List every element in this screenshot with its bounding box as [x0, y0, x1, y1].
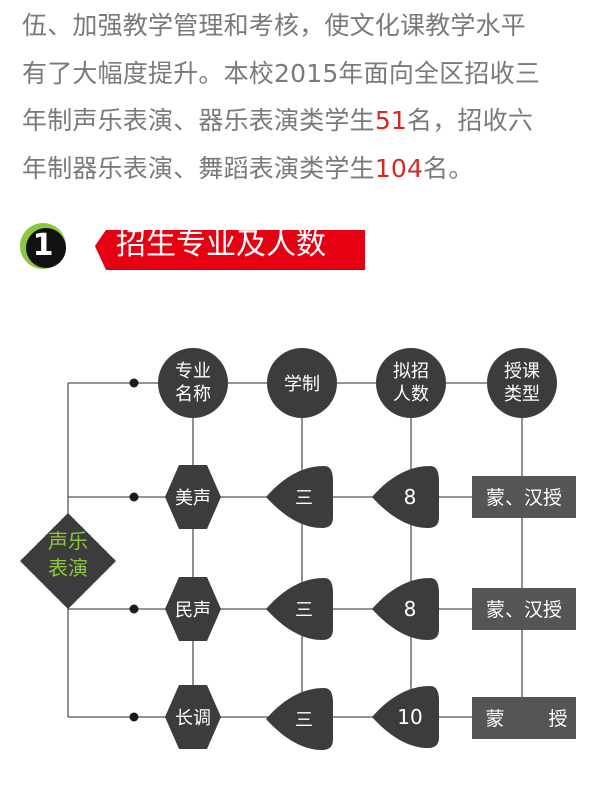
category-line-1: 声乐	[48, 529, 88, 553]
intro-line-3b: 名，招收六	[407, 106, 534, 136]
row-2-major: 民声	[175, 600, 211, 621]
major-hexagon	[165, 577, 221, 641]
header-count-line-1: 拟招	[393, 361, 429, 382]
row-2-system: 三	[295, 600, 313, 621]
row-3-teaching-a: 蒙	[485, 708, 504, 730]
intro-line-1: 伍、加强教学管理和考核，使文化课教学水平	[22, 11, 527, 40]
header-major-line-2: 名称	[175, 384, 211, 405]
intro-count-104: 104	[374, 153, 424, 183]
row-3-system: 三	[295, 710, 313, 731]
row-3-teaching-b: 授	[548, 708, 567, 730]
system-shape	[266, 688, 333, 750]
major-hexagon	[165, 685, 221, 749]
row-2-teaching: 蒙、汉授	[486, 599, 562, 621]
intro-line-4b: 名。	[423, 153, 474, 183]
header-count-line-2: 人数	[393, 384, 429, 405]
row-3-major: 长调	[175, 708, 211, 729]
count-shape	[372, 466, 439, 528]
header-teaching: 授课 类型	[487, 348, 557, 418]
table-row: 长调 三 10 蒙 授	[165, 685, 576, 750]
row-1-teaching: 蒙、汉授	[486, 487, 562, 509]
major-hexagon	[165, 465, 221, 529]
teaching-box	[472, 697, 576, 739]
system-shape	[266, 578, 333, 640]
connector-lines	[67, 382, 523, 718]
teaching-box	[472, 588, 576, 630]
intro-line-3a: 年制声乐表演、器乐表演类学生	[22, 106, 375, 136]
intro-paragraph: 伍、加强教学管理和考核，使文化课教学水平 有了大幅度提升。本校2015年面向全区…	[22, 2, 582, 192]
section-number: 1	[32, 228, 54, 263]
header-major: 专业 名称	[158, 348, 228, 418]
row-1-major: 美声	[175, 488, 211, 509]
table-row: 民声 三 8 蒙、汉授	[165, 577, 576, 641]
system-shape	[266, 466, 333, 528]
intro-count-51: 51	[374, 106, 408, 136]
connector-dots	[129, 378, 139, 722]
intro-line-4a: 年制器乐表演、舞蹈表演类学生	[22, 153, 375, 183]
row-1-system: 三	[295, 488, 313, 509]
header-system-label: 学制	[284, 374, 320, 395]
header-count: 拟招 人数	[376, 348, 446, 418]
row-3-count: 10	[397, 705, 422, 729]
row-2-count: 8	[404, 597, 417, 621]
enrollment-diagram: 声乐 表演 专业 名称 学制 拟招 人数 授课 类型 美声 三 8 蒙、汉授 民…	[20, 348, 576, 750]
section-heading: 1 招生专业及人数	[20, 222, 365, 270]
table-row: 美声 三 8 蒙、汉授	[165, 465, 576, 529]
header-system: 学制	[267, 348, 337, 418]
teaching-box	[472, 476, 576, 518]
category-diamond: 声乐 表演	[20, 513, 116, 609]
header-teaching-line-2: 类型	[504, 384, 540, 405]
count-shape	[372, 686, 439, 748]
header-major-line-1: 专业	[175, 361, 211, 382]
count-shape	[372, 578, 439, 640]
section-heading-shape	[20, 223, 365, 270]
header-teaching-line-1: 授课	[504, 361, 540, 382]
section-title: 招生专业及人数	[116, 227, 326, 262]
category-line-2: 表演	[48, 556, 88, 580]
intro-line-2: 有了大幅度提升。本校2015年面向全区招收三	[22, 58, 541, 88]
row-1-count: 8	[404, 485, 417, 509]
